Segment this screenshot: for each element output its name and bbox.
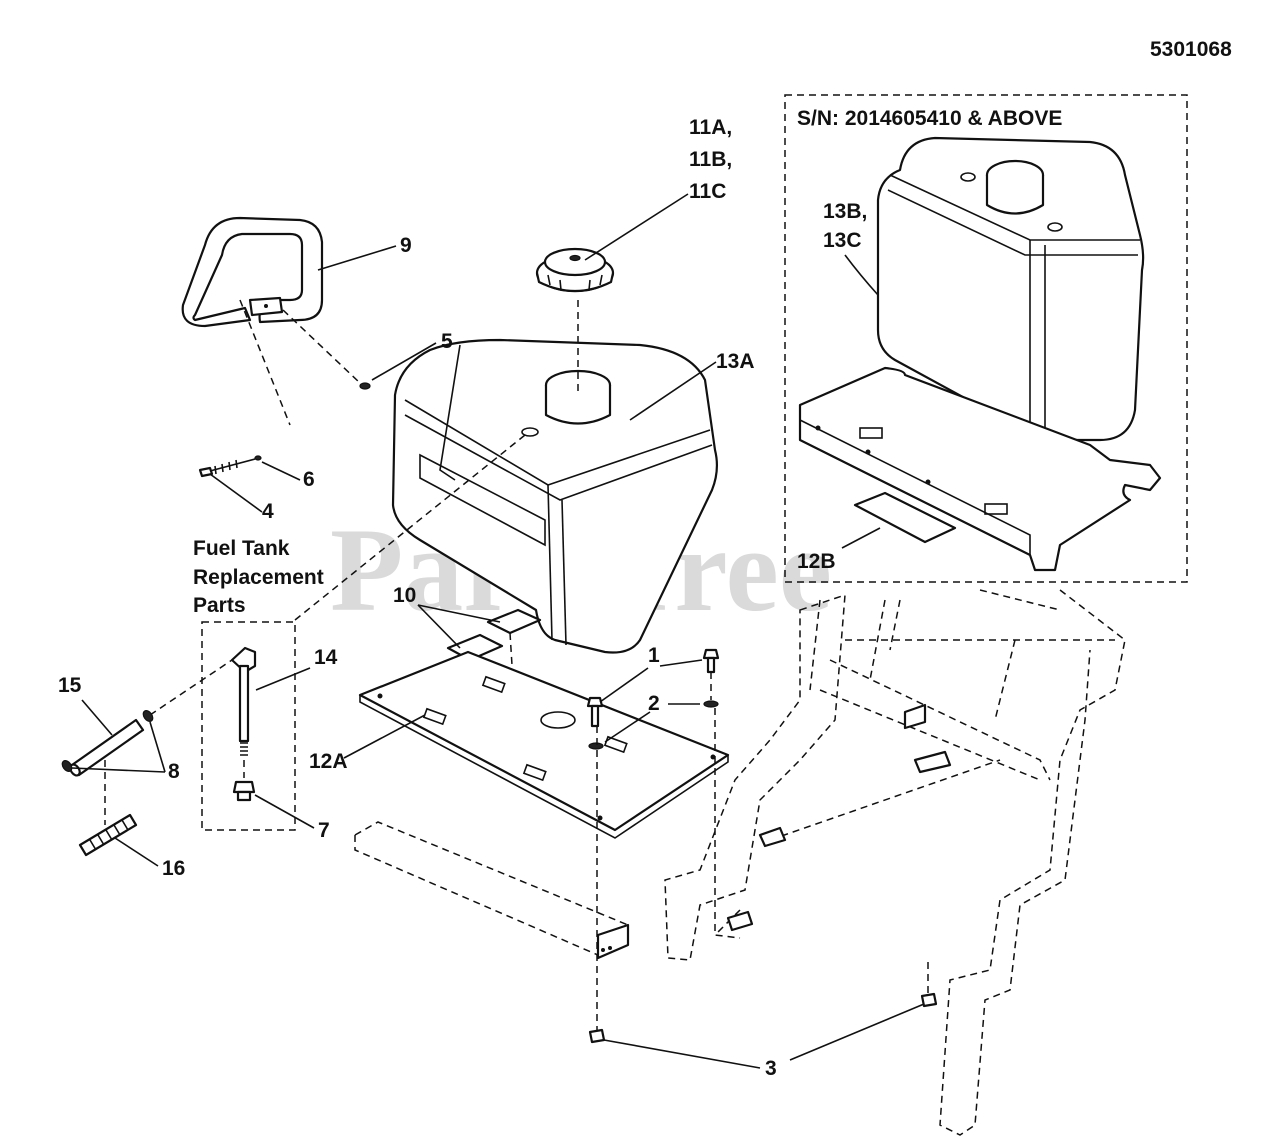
group-connector [294, 434, 526, 621]
callout-11b: 11B, [689, 148, 732, 171]
leader-11 [584, 193, 689, 261]
part-5 [359, 382, 371, 390]
clip-3b [920, 992, 938, 1008]
axis-5 [282, 309, 361, 384]
inset-panel: S/N: 2014605410 & ABOVE 13B, 13C [784, 94, 1188, 583]
leader-15 [81, 699, 113, 736]
mount-plate-12b [798, 366, 1162, 572]
leader-7 [254, 794, 315, 829]
washer-2b [588, 742, 604, 750]
fuel-tank-13a [391, 300, 719, 654]
leader-14 [255, 667, 311, 691]
fuel-pickup-14 [230, 646, 257, 802]
leader-6 [261, 461, 301, 481]
leader-13a [629, 361, 717, 421]
group-title-line2: Replacement [193, 566, 324, 589]
support-channel [354, 821, 630, 960]
callout-16: 16 [162, 857, 185, 880]
fuel-cap-11 [535, 247, 615, 293]
mount-plate-12a [358, 650, 730, 839]
callout-13a: 13A [716, 350, 755, 373]
tank-strap-9 [181, 216, 324, 328]
callout-6: 6 [303, 468, 315, 491]
leader-8a [71, 767, 166, 773]
bolt-4 [198, 458, 256, 478]
leader-10b [417, 604, 461, 649]
leader-2b [604, 711, 651, 743]
callout-3: 3 [765, 1057, 777, 1080]
callout-9: 9 [400, 234, 412, 257]
leader-1a [659, 659, 703, 667]
clamp-8b [61, 759, 73, 773]
clamp-8a [142, 709, 154, 723]
leader-4 [209, 473, 263, 513]
group-title-line3: Parts [193, 594, 246, 617]
axis-hose [149, 659, 233, 716]
leader-10a [417, 604, 501, 623]
frame-assembly [664, 589, 1126, 1136]
fuel-filter-16 [78, 813, 138, 857]
callout-13b: 13B, [823, 200, 867, 223]
group-border [201, 621, 296, 831]
callout-13c: 13C [823, 229, 862, 252]
leader-12a [343, 714, 426, 759]
axis-4 [239, 299, 291, 426]
callout-7: 7 [318, 819, 330, 842]
fuel-hose-15 [69, 718, 145, 777]
bolt-1a [586, 696, 604, 728]
callout-11a: 11A, [689, 116, 732, 139]
callout-1: 1 [648, 644, 660, 667]
callout-11c: 11C [689, 180, 726, 203]
inset-title: S/N: 2014605410 & ABOVE [797, 107, 1062, 130]
leader-13b [844, 254, 879, 296]
callout-4: 4 [262, 500, 274, 523]
clip-3a [588, 1028, 606, 1044]
leader-5 [371, 342, 437, 381]
callout-12a: 12A [309, 750, 348, 773]
group-title-line1: Fuel Tank [193, 537, 290, 560]
callout-8: 8 [168, 760, 180, 783]
washer-6 [254, 455, 262, 461]
callout-2: 2 [648, 692, 660, 715]
callout-10: 10 [393, 584, 416, 607]
leader-8b [149, 721, 166, 773]
leader-1b [599, 667, 649, 703]
washer-2a [703, 700, 719, 708]
callout-14: 14 [314, 646, 338, 669]
leader-12b [841, 527, 881, 549]
callout-15: 15 [58, 674, 82, 697]
callout-12b: 12B [797, 550, 836, 573]
leader-3b [789, 1003, 925, 1061]
leader-9 [317, 245, 397, 271]
leader-16 [114, 837, 159, 867]
callout-5: 5 [441, 330, 453, 353]
drawing-number: 5301068 [1150, 38, 1232, 61]
leader-3a [603, 1039, 761, 1069]
fuel-tank-13b-13c [876, 136, 1145, 442]
bolt-1b [702, 648, 720, 674]
replacement-parts-group: Fuel Tank Replacement Parts 14 7 [193, 434, 526, 842]
